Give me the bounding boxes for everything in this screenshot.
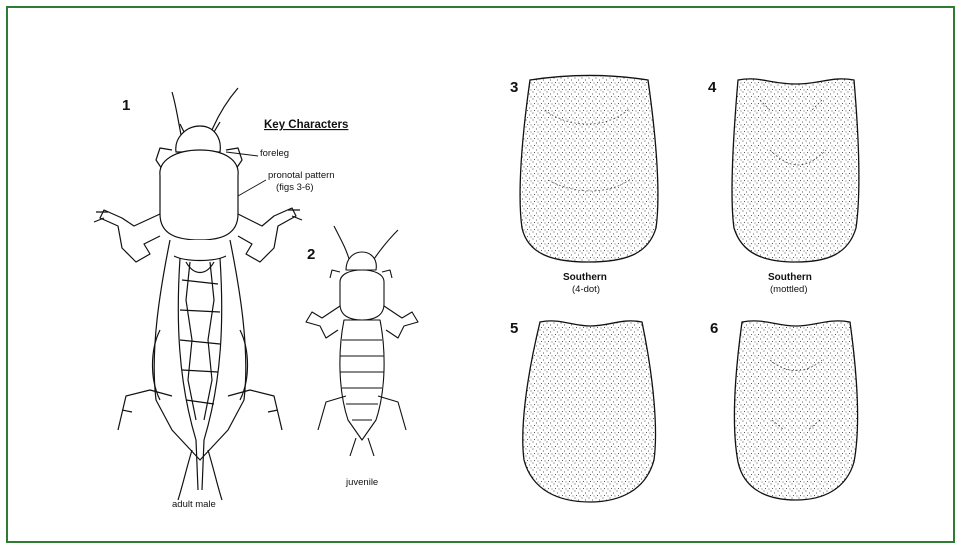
pronotum-3-name: Southern xyxy=(563,272,607,283)
juvenile-illustration xyxy=(306,226,418,456)
pronotum-fig-4 xyxy=(732,79,859,262)
pronotum-fig-3 xyxy=(520,76,658,263)
figure-number-1: 1 xyxy=(122,97,130,114)
pronotum-4-name: Southern xyxy=(768,272,812,283)
pronotum-fig-5 xyxy=(523,321,656,502)
figure-number-5: 5 xyxy=(510,320,518,337)
pronotum-3-detail: (4-dot) xyxy=(572,284,600,295)
figure-number-6: 6 xyxy=(710,320,718,337)
pronotum-fig-6 xyxy=(735,321,858,500)
juvenile-caption: juvenile xyxy=(345,477,378,488)
pronotum-4-detail: (mottled) xyxy=(770,284,807,295)
key-item-figs-reference: (figs 3-6) xyxy=(276,182,313,193)
key-item-pronotal-pattern: pronotal pattern xyxy=(268,170,335,181)
adult-male-caption: adult male xyxy=(172,499,216,510)
key-item-foreleg: foreleg xyxy=(260,148,289,159)
figure-number-3: 3 xyxy=(510,79,518,96)
figure-number-4: 4 xyxy=(708,79,717,96)
key-characters-heading: Key Characters xyxy=(264,119,348,131)
figure-number-2: 2 xyxy=(307,246,315,263)
